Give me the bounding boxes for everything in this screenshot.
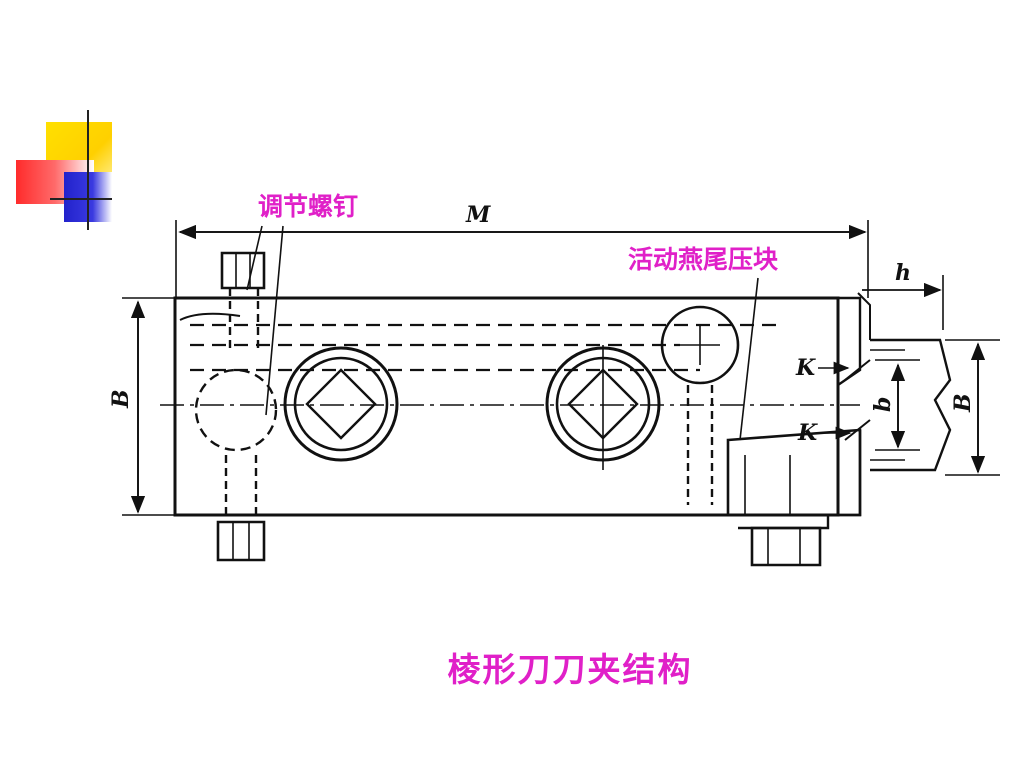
- dim-label-b-right: B: [950, 393, 976, 413]
- dim-label-k-lower: K: [797, 420, 818, 446]
- dim-label-h: h: [895, 260, 911, 286]
- figure-caption: 棱形刀刀夹结构: [447, 650, 693, 689]
- adjust-screw-head-top: [220, 251, 266, 290]
- dovetail-block: [726, 428, 862, 517]
- dim-label-b-left: B: [108, 389, 134, 409]
- dovetail-seat: [837, 296, 862, 386]
- dim-label-k-upper: K: [795, 355, 816, 381]
- dim-label-b-small: b: [870, 397, 896, 412]
- dim-label-m: M: [465, 202, 491, 228]
- dovetail-lower: [838, 430, 862, 517]
- blade-profile: [870, 338, 952, 472]
- left-mounting-hole-outer: [283, 346, 399, 462]
- small-clamp-screw: [660, 305, 740, 385]
- decor-horizontal-line: [50, 198, 112, 200]
- callout-dovetail-block: 活动燕尾压块: [628, 245, 778, 274]
- left-spherical-seat: [194, 368, 278, 452]
- block-bolt: [750, 526, 822, 567]
- adjust-screw-nut-bottom: [216, 520, 266, 562]
- callout-adjust-screw: 调节螺钉: [258, 192, 358, 221]
- holder-body: [173, 296, 840, 517]
- decor-vertical-line: [87, 110, 89, 230]
